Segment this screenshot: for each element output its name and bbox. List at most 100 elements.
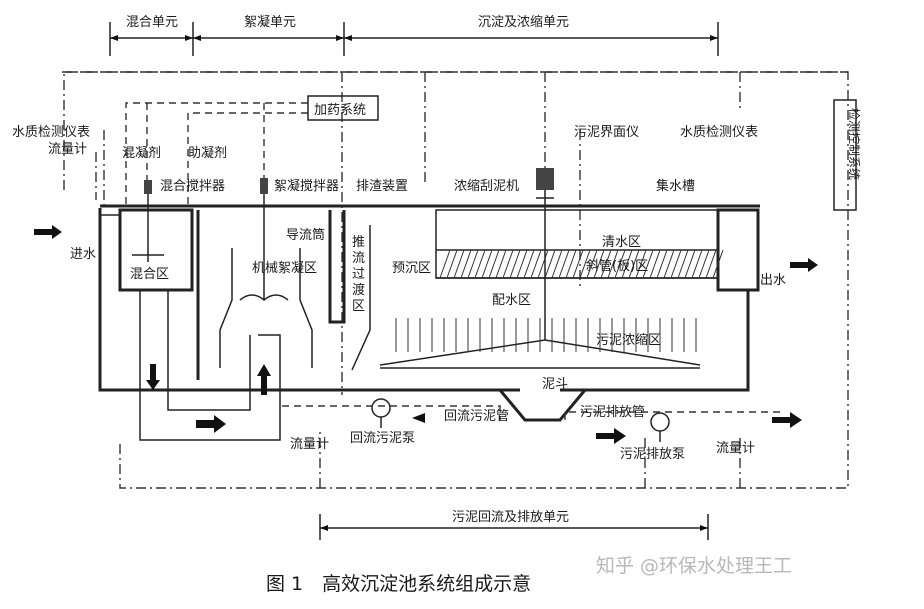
hatch-line: [530, 249, 542, 279]
label-inlet: 进水: [70, 247, 96, 262]
hatch-line: [453, 249, 465, 279]
hatch-line: [698, 249, 710, 279]
hatch-line: [712, 249, 724, 279]
label-wq-meter-out: 水质检测仪表: [680, 125, 758, 140]
label-sludge-discharge-pipe: 污泥排放管: [580, 405, 645, 420]
outlet-arrow: [790, 258, 818, 272]
control-signal-lines: [62, 71, 849, 489]
label-sludge-thicken-zone: 污泥浓缩区: [596, 332, 661, 348]
return-flow-arrow: [412, 413, 440, 423]
watermark: 知乎 @环保水处理王工: [596, 555, 792, 577]
label-mech-floc-zone: 机械絮凝区: [252, 260, 317, 276]
detection-control-label: 检测控制系统: [847, 108, 862, 180]
label-wq-meter-in: 水质检测仪表: [12, 125, 90, 140]
return-sludge-pipe: [282, 405, 501, 420]
label-sludge-discharge-pump: 污泥排放泵: [620, 447, 685, 462]
label-scum-device: 排渣装置: [356, 179, 408, 194]
label-flowmeter-return: 流量计: [290, 437, 329, 452]
label-flowmeter-in: 流量计: [48, 142, 87, 157]
detection-control-box: [833, 99, 857, 211]
hatch-line: [621, 249, 633, 279]
hatch-line: [635, 249, 647, 279]
hatch-line: [460, 249, 472, 279]
label-distribution-zone: 配水区: [492, 293, 531, 308]
hatch-line: [446, 249, 458, 279]
hatch-line: [509, 249, 521, 279]
thickener-drive-icon: [536, 168, 554, 199]
inlet-arrow: [34, 225, 62, 239]
label-guide-tube: 导流筒: [286, 227, 325, 243]
label-inclined-tube-zone: 斜管(板)区: [586, 259, 648, 274]
mixing-agitator-icon: [132, 180, 164, 262]
label-outlet: 出水: [760, 273, 786, 288]
up-arrow: [257, 364, 271, 395]
hatch-line: [544, 249, 556, 279]
unit-dimension-bars: [109, 22, 719, 56]
floc-agitator-icon: [239, 178, 289, 301]
hatch-line: [481, 249, 493, 279]
return-pump-icon: [371, 398, 391, 428]
hatch-line: [684, 249, 696, 279]
hatch-line: [537, 249, 549, 279]
hatch-line: [565, 249, 577, 279]
label-sludge-hopper: 泥斗: [542, 377, 568, 392]
label-sludge-interface: 污泥界面仪: [574, 125, 639, 140]
dosing-system-label: 加药系统: [314, 103, 366, 118]
label-mixing-zone: 混合区: [130, 267, 169, 282]
hatch-line: [495, 249, 507, 279]
discharge-flow-arrow-2: [772, 412, 802, 428]
label-floc-agitator: 絮凝搅拌器: [274, 178, 339, 194]
hatch-line: [670, 249, 682, 279]
figure-caption: 图 1 高效沉淀池系统组成示意: [266, 573, 531, 595]
hatch-line: [572, 249, 584, 279]
discharge-flow-arrow-1: [596, 428, 626, 444]
hatch-line: [649, 249, 661, 279]
hatch-line: [677, 249, 689, 279]
hatch-line: [439, 249, 451, 279]
right-arrow-bottom: [196, 415, 226, 433]
hatch-line: [488, 249, 500, 279]
hatch-line: [656, 249, 668, 279]
unit-label-sludge: 污泥回流及排放单元: [452, 510, 569, 525]
hatch-line: [628, 249, 640, 279]
unit-label-mixing: 混合单元: [126, 15, 178, 30]
tank-structure: [98, 180, 760, 441]
hatch-line: [600, 249, 612, 279]
label-return-sludge-pump: 回流污泥泵: [350, 431, 415, 446]
sludge-unit-bar: [319, 514, 709, 540]
hatch-line: [502, 249, 514, 279]
down-arrow: [146, 364, 160, 390]
label-coagulant-aid: 助凝剂: [188, 145, 227, 161]
unit-label-settling: 沉淀及浓缩单元: [478, 14, 569, 30]
dosing-system-box: [307, 95, 379, 121]
hatch-line: [593, 249, 605, 279]
hatch-line: [579, 249, 591, 279]
label-thickener: 浓缩刮泥机: [454, 178, 519, 194]
label-coagulant: 混凝剂: [122, 145, 161, 161]
hatch-line: [705, 249, 717, 279]
inclined-tube-hatch: [439, 249, 724, 279]
hatch-line: [523, 249, 535, 279]
label-clear-water-zone: 清水区: [602, 235, 641, 250]
discharge-pump-icon: [650, 412, 670, 442]
hatch-line: [516, 249, 528, 279]
unit-label-flocculation: 絮凝单元: [244, 14, 296, 30]
label-mixing-agitator: 混合搅拌器: [160, 178, 225, 194]
hatch-line: [614, 249, 626, 279]
hatch-line: [691, 249, 703, 279]
hatch-line: [642, 249, 654, 279]
label-flowmeter-discharge: 流量计: [716, 441, 755, 456]
label-push-flow-transition: 推流过渡区: [352, 235, 365, 314]
distribution-lines: [395, 318, 697, 352]
label-collect-trough: 集水槽: [656, 178, 695, 194]
hatch-line: [607, 249, 619, 279]
hatch-line: [467, 249, 479, 279]
hatch-line: [558, 249, 570, 279]
hatch-line: [663, 249, 675, 279]
sludge-discharge-pipe: [564, 411, 780, 420]
flow-arrows: [34, 225, 818, 444]
label-return-sludge-pipe: 回流污泥管: [444, 409, 509, 424]
label-presettle-zone: 预沉区: [392, 261, 431, 276]
